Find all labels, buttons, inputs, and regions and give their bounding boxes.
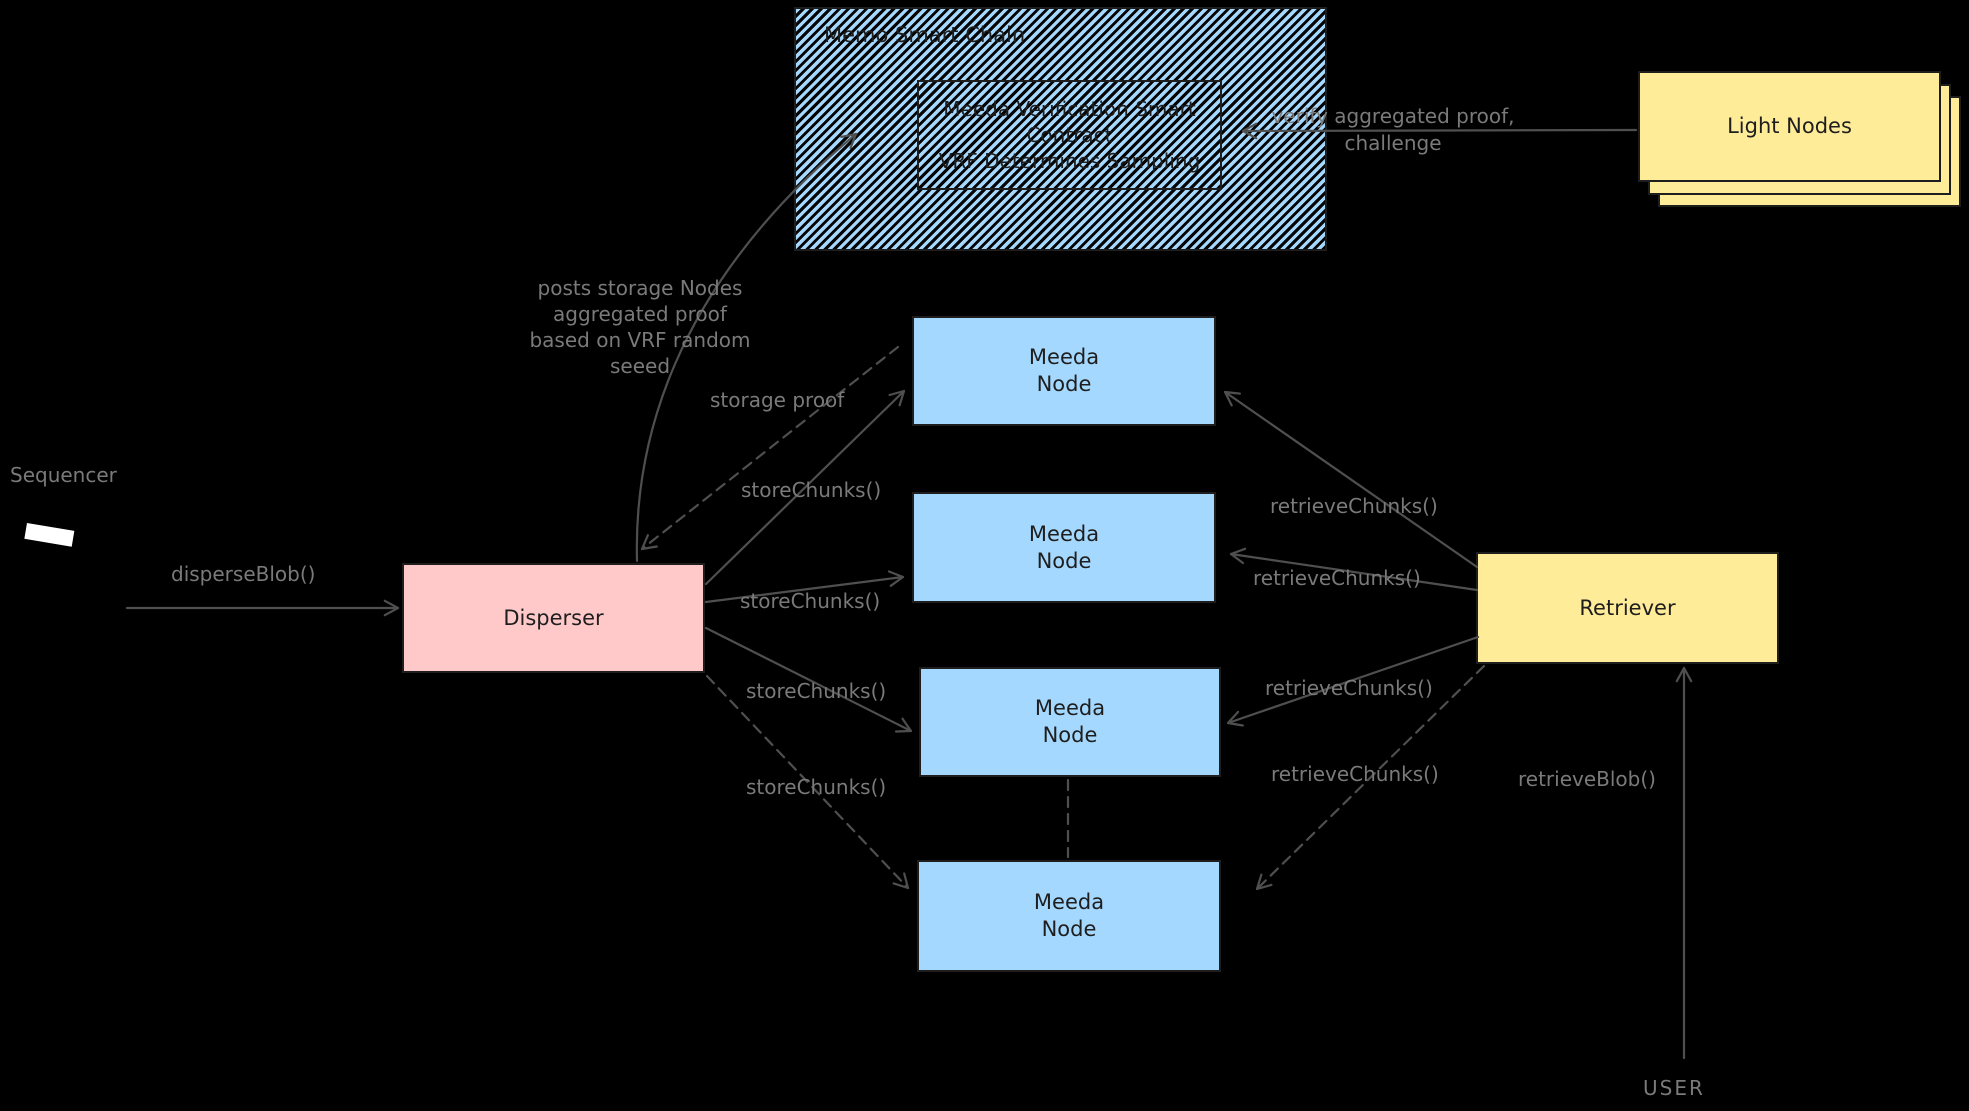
sequencer-label: Sequencer <box>10 463 117 487</box>
contract-line-3: VRF Determines Sampling <box>938 149 1201 173</box>
meeda-node-2-label: Meeda Node <box>1028 521 1100 573</box>
retriever-box: Retriever <box>1476 552 1779 664</box>
store-chunks-label-2: storeChunks() <box>740 589 881 613</box>
meeda-node-4-label: Meeda Node <box>1033 890 1105 941</box>
disperser-box: Disperser <box>402 563 705 673</box>
light-nodes-label: Light Nodes <box>1727 114 1852 138</box>
retrieve-chunks-label-4: retrieveChunks() <box>1271 762 1439 786</box>
contract-line-2: Contract <box>1026 123 1113 147</box>
retriever-label: Retriever <box>1579 595 1676 620</box>
memo-smart-chain-box: Memo Smart Chain Meeda Verification Smar… <box>794 7 1327 251</box>
store-chunks-label-1: storeChunks() <box>741 478 882 502</box>
store-chunks-label-3: storeChunks() <box>746 679 887 703</box>
meeda-node-4: Meeda Node <box>917 860 1221 972</box>
meeda-node-1-label: Meeda Node <box>1028 345 1100 396</box>
retrieve-chunks-label-3: retrieveChunks() <box>1265 676 1433 700</box>
verify-challenge-label: verify aggregated proof, challenge <box>1271 104 1515 155</box>
sequencer-icon <box>24 523 75 547</box>
meeda-node-3: Meeda Node <box>919 667 1221 777</box>
light-nodes-card: Light Nodes <box>1638 71 1941 182</box>
contract-line-1: Meeda Verification Smart <box>943 97 1196 121</box>
disperser-label: Disperser <box>503 605 604 630</box>
memo-smart-chain-title: Memo Smart Chain <box>824 23 1026 47</box>
meeda-node-3-label: Meeda Node <box>1034 696 1106 747</box>
disperse-blob-label: disperseBlob() <box>171 562 316 586</box>
posts-proof-label: posts storage Nodes aggregated proof bas… <box>529 276 751 378</box>
storage-proof-label: storage proof <box>710 388 845 412</box>
meeda-node-1: Meeda Node <box>912 316 1216 426</box>
user-label: USER <box>1643 1076 1705 1100</box>
meeda-node-2: Meeda Node <box>912 492 1216 603</box>
verification-contract-box: Meeda Verification Smart Contract VRF De… <box>917 80 1222 190</box>
retrieve-blob-label: retrieveBlob() <box>1518 767 1656 791</box>
retrieve-chunks-label-2: retrieveChunks() <box>1253 566 1421 590</box>
store-chunks-label-4: storeChunks() <box>746 775 887 799</box>
retrieve-chunks-label-1: retrieveChunks() <box>1270 494 1438 518</box>
